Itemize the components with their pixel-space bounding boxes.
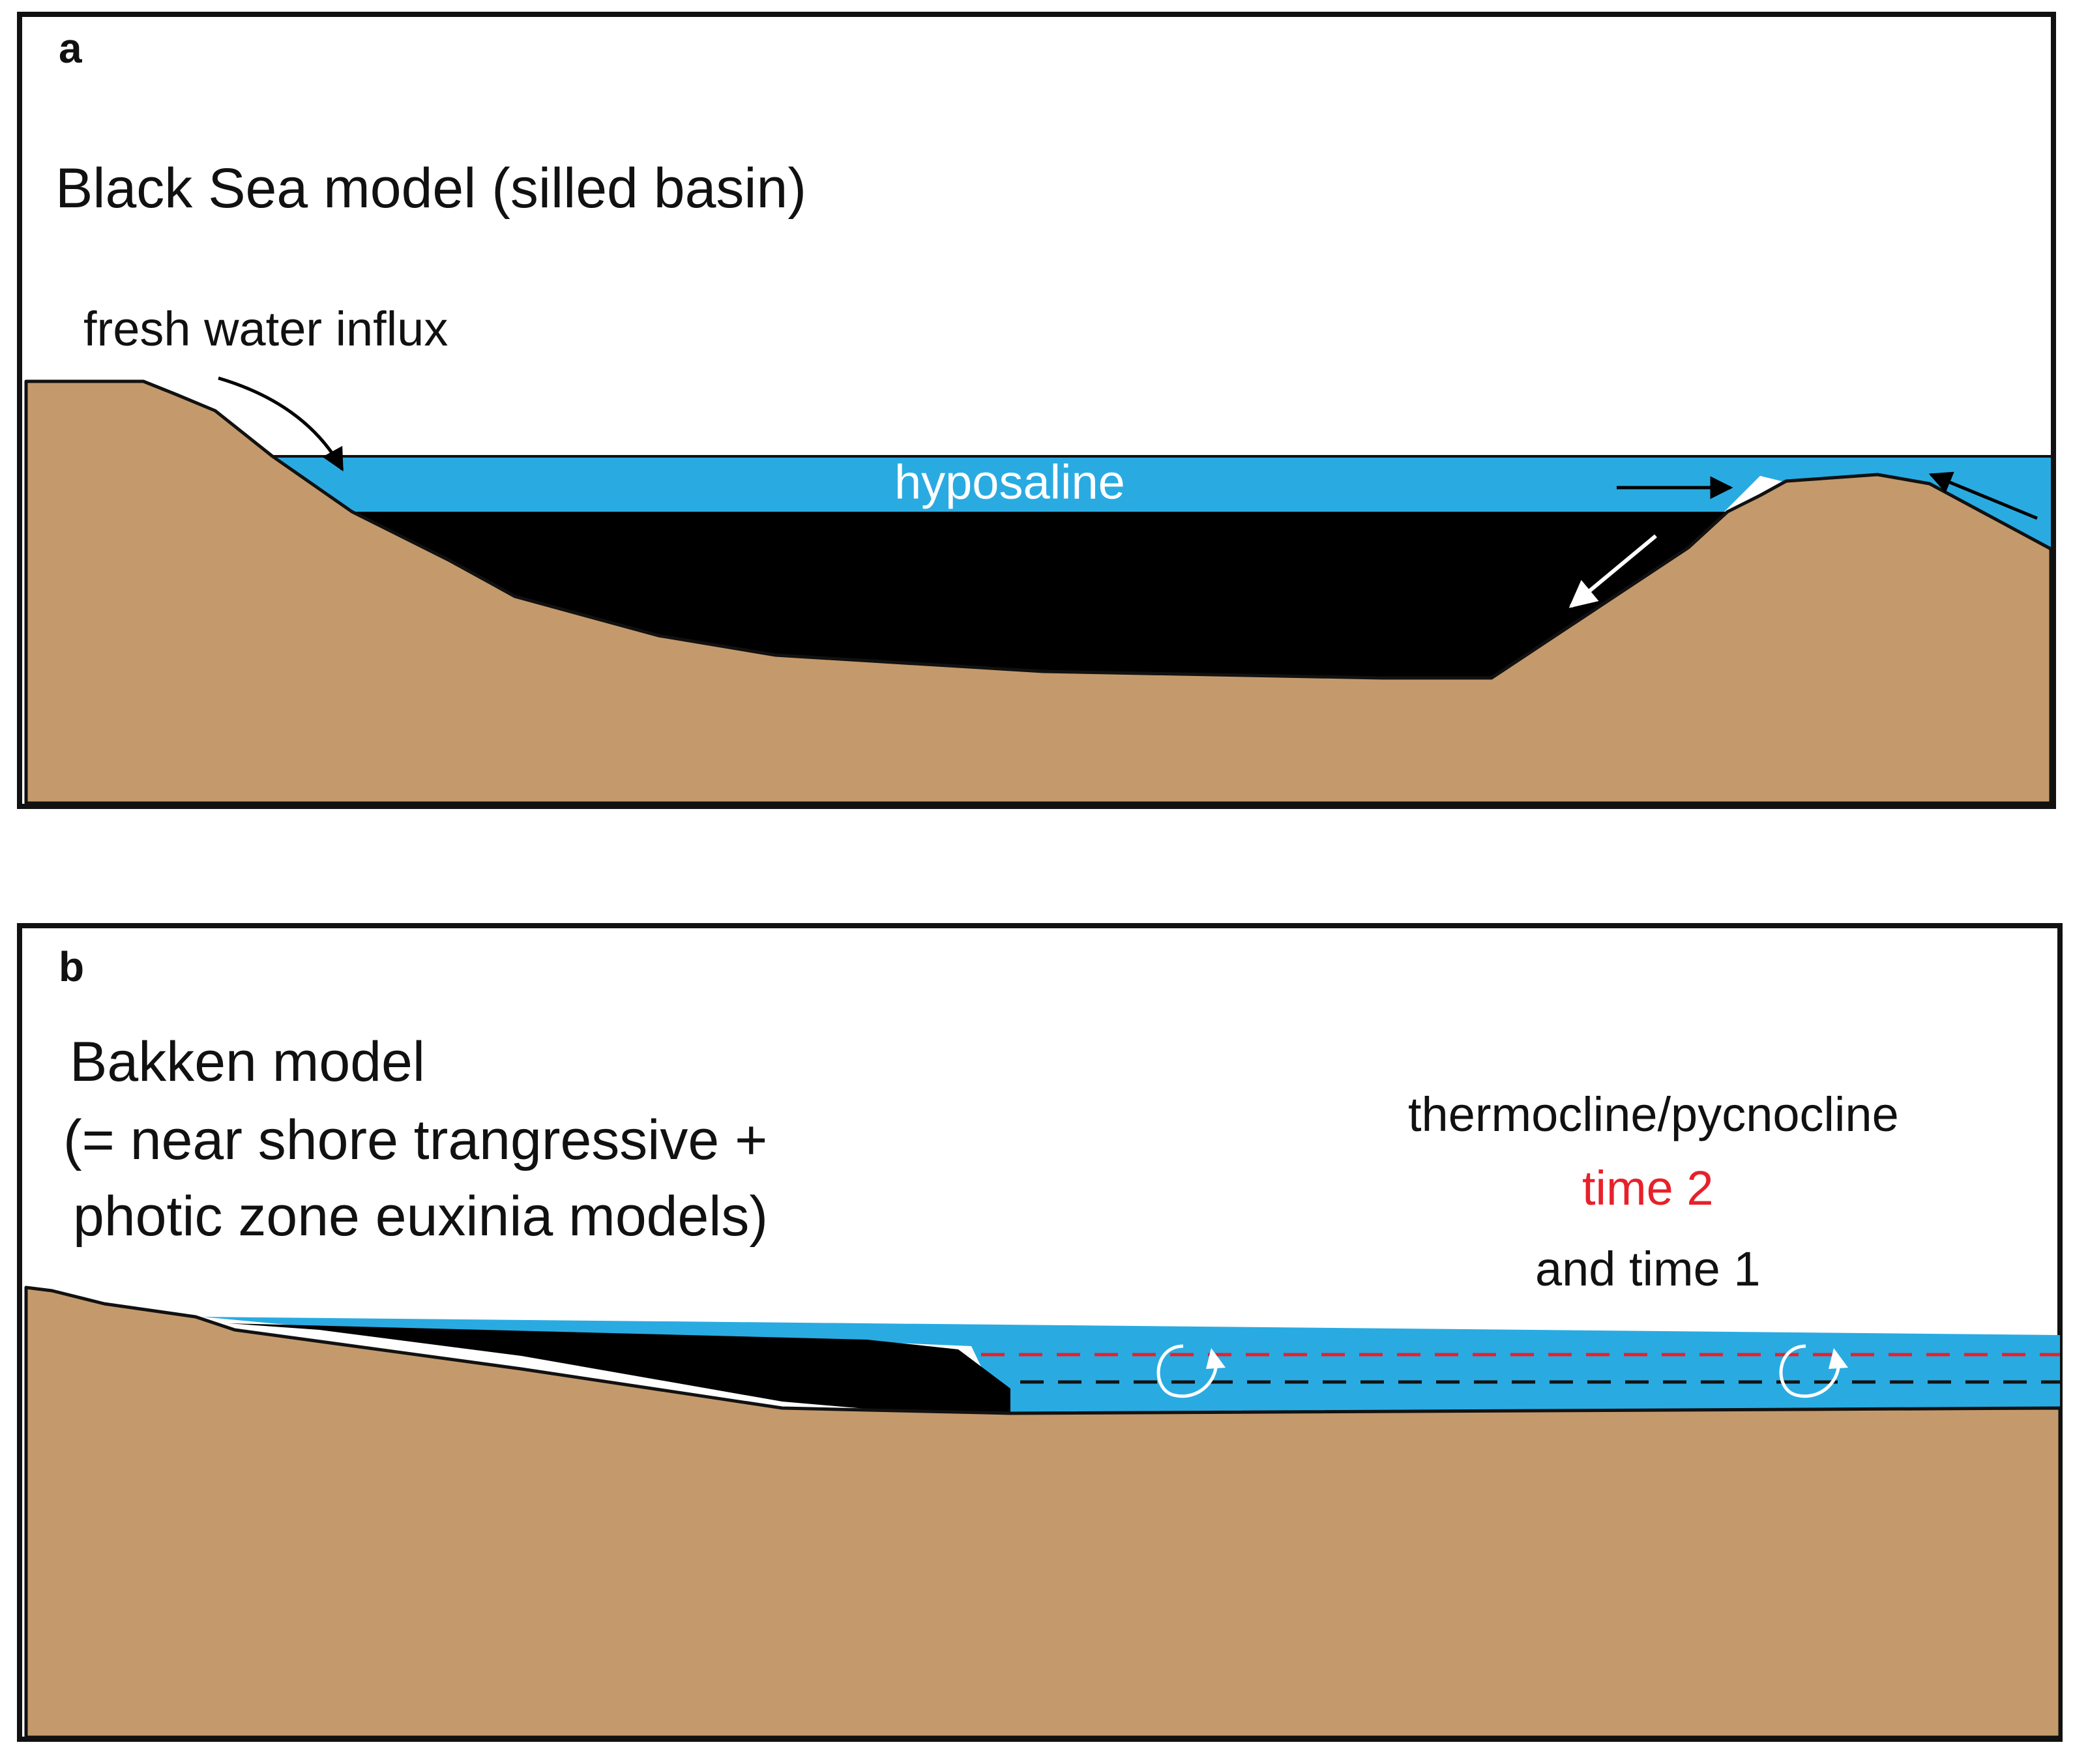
panel-b-letter: b: [59, 943, 84, 990]
panel-a-title: Black Sea model (silled basin): [55, 157, 806, 220]
panel-b: b Bakken model (= near shore trangressiv…: [17, 923, 2063, 1742]
hyposaline-label: hyposaline: [894, 455, 1125, 509]
anoxic-water-body: [352, 512, 1728, 678]
legend-time2-label: time 2: [1582, 1161, 1714, 1215]
sediment-panel-b: [24, 1286, 2062, 1739]
fresh-water-influx-label: fresh water influx: [83, 302, 448, 356]
inflow-arrow-left: [1928, 471, 2038, 520]
panel-a-letter: a: [59, 25, 82, 72]
legend-time1-label: and time 1: [1535, 1242, 1761, 1296]
bakken-anoxic-wedge: [228, 1323, 1010, 1418]
panel-b-title-line1: Bakken model: [70, 1031, 425, 1093]
deep-flow-arrow: [1568, 534, 1657, 608]
circulation-icon: [1156, 1344, 1226, 1398]
legend-thermocline-label: thermocline/pycnocline: [1408, 1087, 1899, 1141]
circulation-icon: [1779, 1344, 1848, 1398]
panel-a: a Black Sea model (silled basin) fresh w…: [17, 12, 2056, 809]
hyposaline-water-layer: [272, 456, 2051, 548]
sediment-panel-a: [24, 379, 2053, 805]
panel-b-title-line2: (= near shore trangressive +: [63, 1109, 767, 1171]
fresh-water-influx-arrow: [218, 376, 344, 472]
bakken-water-layer: [202, 1317, 2060, 1415]
panel-b-title-line3: photic zone euxinia models): [73, 1185, 768, 1248]
